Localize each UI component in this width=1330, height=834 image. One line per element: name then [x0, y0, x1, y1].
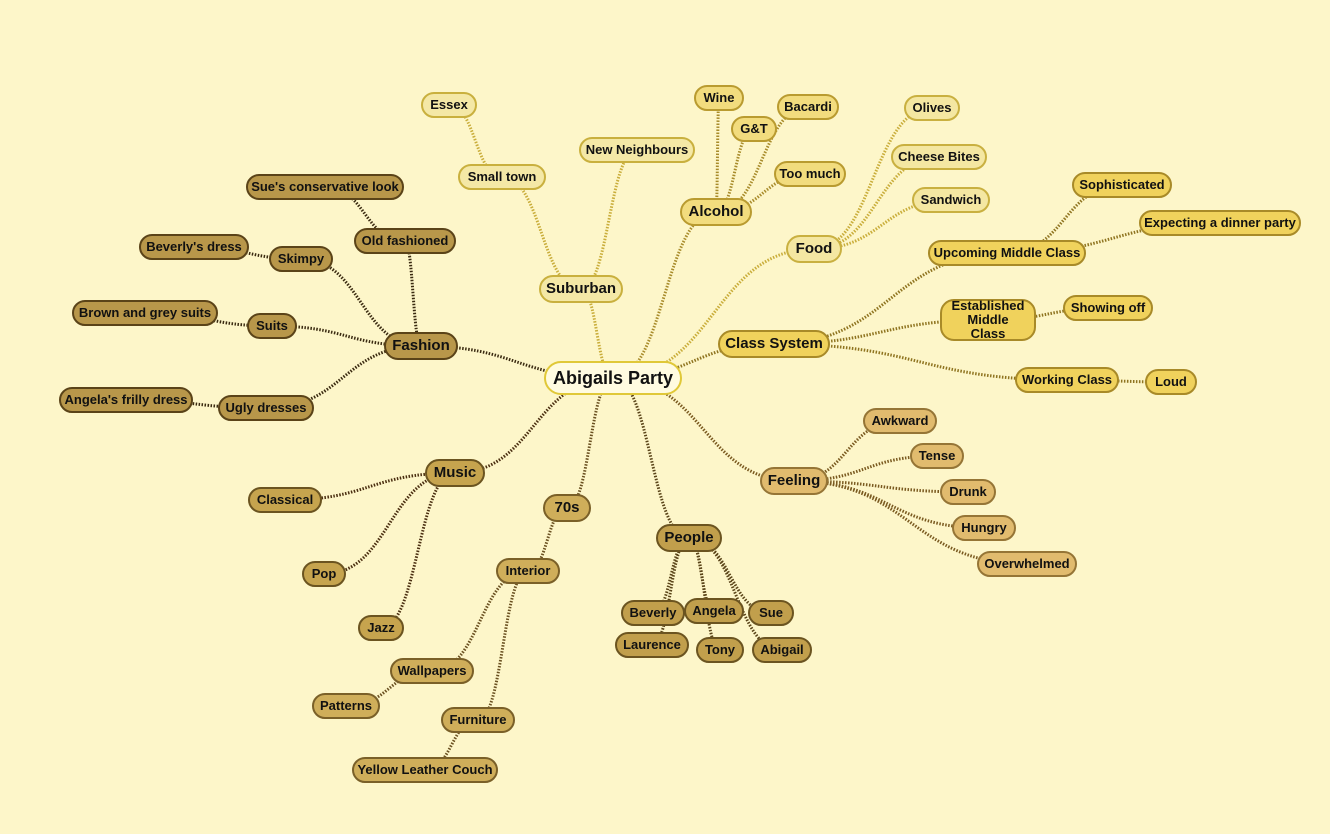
topic-node-furniture[interactable]: Furniture: [441, 707, 515, 733]
topic-node-newneigh[interactable]: New Neighbours: [579, 137, 695, 163]
topic-node-loud[interactable]: Loud: [1145, 369, 1197, 395]
topic-node-pop[interactable]: Pop: [302, 561, 346, 587]
connector-root-alcohol: [612, 210, 717, 380]
topic-node-angela[interactable]: Angela: [684, 598, 744, 624]
topic-node-suelook[interactable]: Sue's conservative look: [246, 174, 404, 200]
topic-node-class[interactable]: Class System: [718, 330, 830, 358]
topic-node-hungry[interactable]: Hungry: [952, 515, 1016, 541]
central-topic[interactable]: Abigails Party: [544, 361, 682, 395]
topic-node-sophisticated[interactable]: Sophisticated: [1072, 172, 1172, 198]
connector-root-food: [612, 247, 815, 380]
topic-node-tense[interactable]: Tense: [910, 443, 964, 469]
topic-node-classical[interactable]: Classical: [248, 487, 322, 513]
connector-fashion-suits: [271, 324, 422, 348]
connector-class-working: [773, 342, 1068, 382]
topic-node-alcohol[interactable]: Alcohol: [680, 198, 752, 226]
topic-node-feeling[interactable]: Feeling: [760, 467, 828, 495]
topic-node-angeladress[interactable]: Angela's frilly dress: [59, 387, 193, 413]
topic-node-olives[interactable]: Olives: [904, 95, 960, 121]
topic-node-food[interactable]: Food: [786, 235, 842, 263]
topic-node-beverly[interactable]: Beverly: [621, 600, 685, 626]
topic-node-toomuch[interactable]: Too much: [774, 161, 846, 187]
topic-node-gt[interactable]: G&T: [731, 116, 777, 142]
topic-node-sandwich[interactable]: Sandwich: [912, 187, 990, 213]
topic-node-beverlydress[interactable]: Beverly's dress: [139, 234, 249, 260]
topic-node-interior[interactable]: Interior: [496, 558, 560, 584]
connector-people-abigail: [688, 536, 783, 652]
connector-alcohol-toomuch: [715, 172, 811, 214]
topic-node-wallpapers[interactable]: Wallpapers: [390, 658, 474, 684]
topic-node-people[interactable]: People: [656, 524, 722, 552]
topic-node-established[interactable]: Established Middle Class: [940, 299, 1036, 341]
topic-node-sue[interactable]: Sue: [748, 600, 794, 626]
topic-node-oldfashioned[interactable]: Old fashioned: [354, 228, 456, 254]
topic-node-laurence[interactable]: Laurence: [615, 632, 689, 658]
topic-node-tony[interactable]: Tony: [696, 637, 744, 663]
connector-working-loud: [1066, 378, 1172, 384]
topic-node-ugly[interactable]: Ugly dresses: [218, 395, 314, 421]
topic-node-awkward[interactable]: Awkward: [863, 408, 937, 434]
topic-node-music[interactable]: Music: [425, 459, 485, 487]
connector-people-tony: [688, 536, 721, 652]
topic-node-dinner[interactable]: Expecting a dinner party: [1139, 210, 1301, 236]
topic-node-overwhelmed[interactable]: Overwhelmed: [977, 551, 1077, 577]
topic-node-suburban[interactable]: Suburban: [539, 275, 623, 303]
topic-node-skimpy[interactable]: Skimpy: [269, 246, 333, 272]
topic-node-wine[interactable]: Wine: [694, 85, 744, 111]
topic-node-smalltown[interactable]: Small town: [458, 164, 546, 190]
connector-alcohol-wine: [714, 96, 721, 214]
topic-node-seventies[interactable]: 70s: [543, 494, 591, 522]
connector-suburban-smalltown: [501, 175, 582, 291]
connector-music-pop: [323, 471, 456, 576]
topic-node-drunk[interactable]: Drunk: [940, 479, 996, 505]
connector-interior-furniture: [477, 569, 529, 722]
topic-node-couch[interactable]: Yellow Leather Couch: [352, 757, 498, 783]
connector-root-seventies: [566, 376, 614, 510]
topic-node-suits[interactable]: Suits: [247, 313, 297, 339]
topic-node-upcoming[interactable]: Upcoming Middle Class: [928, 240, 1086, 266]
topic-node-fashion[interactable]: Fashion: [384, 332, 458, 360]
topic-node-jazz[interactable]: Jazz: [358, 615, 404, 641]
topic-node-browngrey[interactable]: Brown and grey suits: [72, 300, 218, 326]
connector-interior-wallpapers: [431, 569, 529, 673]
topic-node-essex[interactable]: Essex: [421, 92, 477, 118]
topic-node-abigail[interactable]: Abigail: [752, 637, 812, 663]
topic-node-bacardi[interactable]: Bacardi: [777, 94, 839, 120]
connector-people-laurence: [651, 536, 690, 647]
connector-root-suburban: [580, 287, 614, 380]
topic-node-cheese[interactable]: Cheese Bites: [891, 144, 987, 170]
connector-music-jazz: [380, 471, 456, 630]
connector-feeling-overwhelmed: [793, 479, 1028, 566]
topic-node-showing[interactable]: Showing off: [1063, 295, 1153, 321]
topic-node-patterns[interactable]: Patterns: [312, 693, 380, 719]
connector-fashion-oldfashioned: [403, 239, 423, 348]
topic-node-working[interactable]: Working Class: [1015, 367, 1119, 393]
connector-suburban-newneigh: [580, 148, 638, 291]
